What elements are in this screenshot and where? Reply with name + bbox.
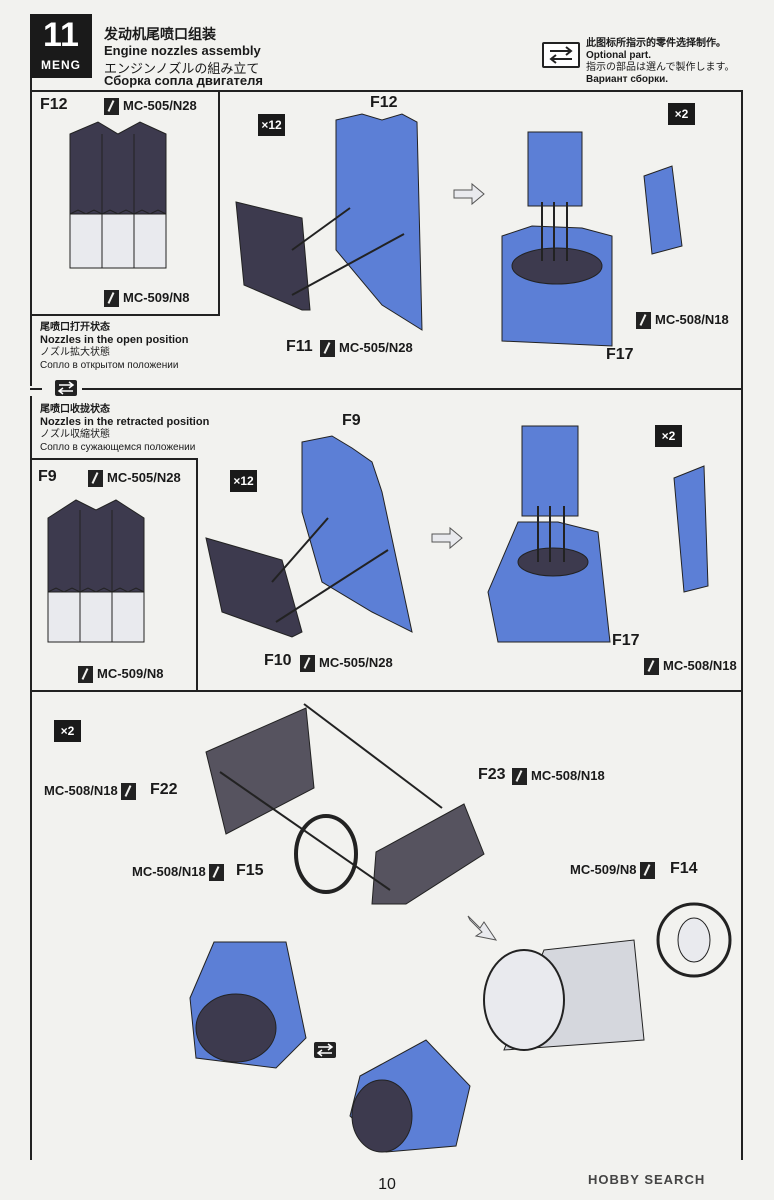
nozzle-petals-open-illustration [69,121,167,269]
multiplier-badge-retracted: ×12 [230,470,257,492]
optional-note-ru: Вариант сборки. [586,74,669,85]
frame-right [741,90,743,690]
divider-1b [82,388,742,390]
title-en: Engine nozzles assembly [104,43,261,58]
caption-retracted-en: Nozzles in the retracted position [40,416,210,428]
open-petal-assembly-illustration [235,113,423,331]
part-f14-label: F14 [670,860,698,877]
paint-callout-bottom-retracted: MC-509/N8 [78,666,163,684]
step-number: 11 [43,16,79,54]
paint-brush-icon [320,340,335,358]
paint-brush-icon [78,666,93,684]
optional-part-icon [542,42,580,68]
option-swap-icon-bottom [314,1042,336,1058]
frame-left-mid [30,396,32,692]
caption-open-en: Nozzles in the open position [40,334,189,346]
paint-brush-icon [640,862,656,880]
part-f11-label: F11 [286,338,313,355]
exhaust-cone-assembly-illustration [483,902,732,1051]
paint-callout-f17-open: MC-508/N18 [636,312,729,330]
title-ru: Сборка сопла двигателя [104,73,263,88]
watermark: HOBBY SEARCH [588,1172,706,1187]
paint-brush-icon [104,98,119,116]
part-f17-retracted-label: F17 [612,632,640,649]
nozzle-open-illustration [349,1039,471,1153]
multiplier-badge-assembly: ×2 [54,720,81,742]
paint-callout-f15: MC-508/N18 [132,864,228,882]
divider-2 [30,690,742,692]
caption-open-ja: ノズル拡大状態 [40,347,110,358]
paint-brush-icon [88,470,103,488]
retracted-detail-box [32,458,198,690]
paint-brush-icon [300,655,315,673]
part-f17-open-label: F17 [606,346,634,363]
swap-arrows-icon [549,46,573,64]
frame-right-bottom [741,690,743,1160]
optional-note-ja: 指示の部品は選んで製作します。 [586,62,735,73]
paint-brush-icon [512,768,527,786]
page-number: 10 [378,1176,396,1193]
option-swap-icon [55,380,77,396]
paint-callout-f23: MC-508/N18 [512,768,605,786]
paint-callout-f14: MC-509/N8 [570,862,659,880]
frame-left-bottom [30,690,32,1160]
nozzle-closed-illustration [189,941,307,1069]
part-f22-label: F22 [150,781,178,798]
retracted-nozzle-ring-illustration [487,425,709,643]
frame-top [30,90,742,92]
optional-note-zh: 此图标所指示的零件选择制作。 [586,38,726,49]
paint-callout-f22: MC-508/N18 [44,783,140,801]
paint-callout-top-open: MC-505/N28 [104,98,197,116]
title-zh: 发动机尾喷口组装 [104,26,216,42]
frame-left-top [30,78,32,386]
caption-retracted-zh: 尾喷口收拢状态 [40,404,110,415]
arrow-right-icon [431,526,463,550]
step-badge: 11 MENG [30,14,92,78]
paint-brush-icon [121,783,137,801]
nozzle-petals-retracted-illustration [47,499,145,643]
paint-callout-f10: MC-505/N28 [300,655,393,673]
paint-callout-bottom-open: MC-509/N8 [104,290,189,308]
multiplier-badge-right: ×2 [668,103,695,125]
part-f15-label: F15 [236,862,264,879]
swap-arrows-icon [316,1043,334,1057]
part-f9-main-label: F9 [342,412,361,429]
paint-brush-icon [209,864,225,882]
swap-arrows-icon [57,381,75,395]
multiplier-badge-retracted-right: ×2 [655,425,682,447]
paint-brush-icon [104,290,119,308]
part-f10-label: F10 [264,652,292,669]
caption-retracted-ru: Сопло в сужающемся положении [40,442,196,453]
brand-logo: MENG [41,58,81,72]
paint-brush-icon [636,312,651,330]
open-detail-box [32,92,220,316]
part-f12-main-label: F12 [370,94,398,111]
paint-callout-f17-retracted: MC-508/N18 [644,658,737,676]
tailpipe-parts-illustration [205,703,485,905]
caption-open-ru: Сопло в открытом положении [40,360,179,371]
arrow-right-icon [453,182,485,206]
optional-note-en: Optional part. [586,50,651,61]
part-f23-label: F23 [478,766,506,783]
retracted-petal-assembly-illustration [205,435,413,638]
part-f9-label: F9 [38,468,57,485]
multiplier-badge: ×12 [258,114,285,136]
open-nozzle-ring-illustration [501,131,683,347]
caption-retracted-ja: ノズル収縮状態 [40,429,110,440]
paint-callout-f11: MC-505/N28 [320,340,413,358]
paint-brush-icon [644,658,659,676]
divider-1a [30,388,42,390]
paint-callout-top-retracted: MC-505/N28 [88,470,181,488]
arrow-down-right-icon [467,915,498,941]
caption-open-zh: 尾喷口打开状态 [40,322,110,333]
title-ja: エンジンノズルの組み立て [104,61,260,76]
part-f12-label: F12 [40,96,68,113]
